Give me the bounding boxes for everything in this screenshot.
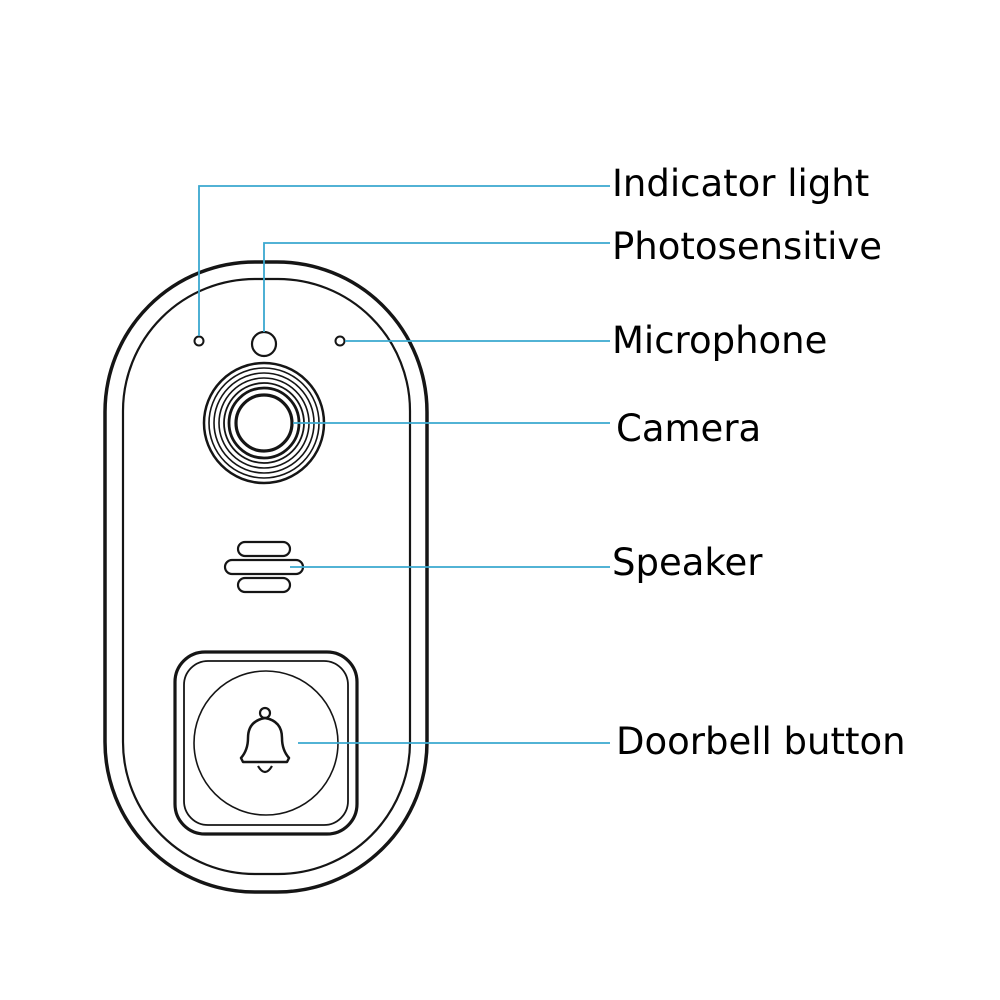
leader-indicator-light — [198, 185, 610, 336]
label-indicator-light: Indicator light — [612, 162, 869, 205]
photosensitive-sensor — [250, 330, 278, 358]
device-outer-shell — [103, 260, 429, 894]
labels: Indicator light Photosensitive Microphon… — [612, 162, 906, 763]
label-photosensitive: Photosensitive — [612, 225, 882, 268]
label-doorbell-button: Doorbell button — [616, 720, 906, 763]
leader-lines — [198, 185, 610, 744]
label-camera: Camera — [616, 407, 761, 450]
label-microphone: Microphone — [612, 319, 827, 362]
bell-icon — [239, 706, 291, 774]
device-inner-shell — [121, 277, 412, 876]
leader-photosensitive — [263, 242, 610, 332]
doorbell-device — [103, 260, 429, 894]
label-speaker: Speaker — [612, 541, 763, 584]
microphone-hole — [334, 335, 346, 347]
indicator-light-dot — [193, 335, 205, 347]
